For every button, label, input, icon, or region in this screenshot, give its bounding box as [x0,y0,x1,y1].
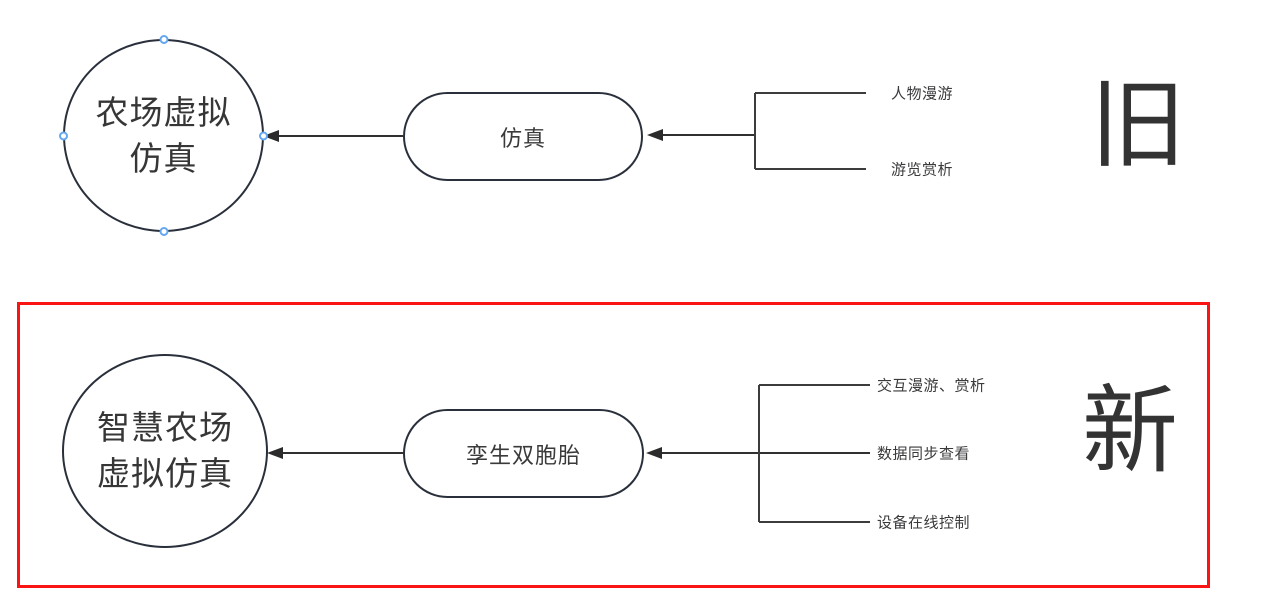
old-bracket[interactable] [754,92,866,170]
selection-handle-bottom[interactable] [159,227,168,236]
old-goal-circle-label: 农场虚拟 仿真 [95,93,232,177]
selection-handle-left[interactable] [59,131,68,140]
new-process-node[interactable]: 孪生双胞胎 [403,409,644,498]
new-branch-label-2[interactable]: 数据同步查看 [877,445,971,463]
old-goal-circle-node[interactable]: 农场虚拟 仿真 [59,35,268,236]
new-branch-label-1[interactable]: 交互漫游、赏析 [877,377,986,395]
old-arrow-process-to-circle[interactable] [263,130,403,142]
new-goal-circle-label: 智慧农场 虚拟仿真 [97,409,233,492]
old-branch-label-1[interactable]: 人物漫游 [891,85,954,103]
new-section-badge[interactable]: 新 [1082,378,1178,485]
old-process-node[interactable]: 仿真 [403,92,643,181]
new-goal-circle-node[interactable]: 智慧农场 虚拟仿真 [62,354,268,548]
new-section-highlight-box[interactable] [17,302,1210,588]
new-branch-label-3[interactable]: 设备在线控制 [877,514,971,532]
old-process-label: 仿真 [499,125,546,151]
selection-handle-top[interactable] [159,35,168,44]
old-arrow-bracket-to-process[interactable] [647,129,755,141]
selection-handle-right[interactable] [259,131,268,140]
old-section-badge[interactable]: 旧 [1090,72,1186,179]
new-process-label: 孪生双胞胎 [465,442,581,468]
old-branch-label-2[interactable]: 游览赏析 [891,161,954,179]
